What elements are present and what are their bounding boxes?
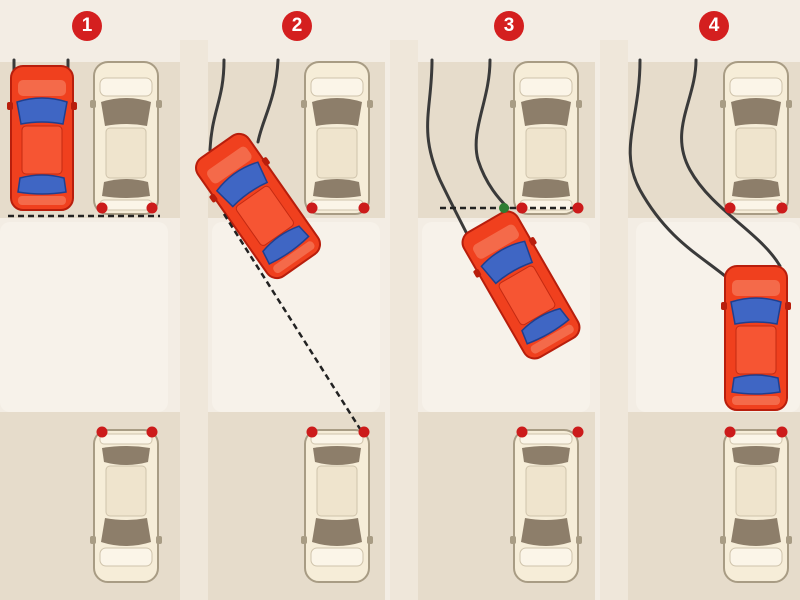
track-step3-right (474, 58, 510, 210)
step-2-badge: 2 (282, 11, 312, 41)
red-dot-icon (776, 202, 788, 214)
parked-car-top-4 (719, 61, 793, 215)
guide-line-step2 (222, 213, 364, 433)
corner-markers (96, 202, 788, 438)
parked-car-top-3 (509, 61, 583, 215)
parked-car-top-2 (300, 61, 374, 215)
red-dot-icon (146, 426, 158, 438)
parked-car-bottom-2 (300, 429, 374, 583)
moving-car-step4 (720, 265, 792, 411)
track-step3-left (426, 58, 470, 238)
track-step4-right (680, 58, 782, 268)
red-dot-icon (572, 202, 584, 214)
red-dot-icon (724, 426, 736, 438)
red-dot-icon (96, 202, 108, 214)
track-step2-left (208, 58, 226, 152)
tire-tracks (12, 58, 782, 282)
parked-car-top-1 (89, 61, 163, 215)
red-dot-icon (96, 426, 108, 438)
guide-lines (8, 206, 578, 433)
column-dividers (180, 40, 628, 600)
red-dot-icon (572, 426, 584, 438)
parked-car-bottom-4 (719, 429, 793, 583)
track-step4-left (628, 58, 732, 282)
red-dot-icon (306, 202, 318, 214)
step-3-badge: 3 (494, 11, 524, 41)
red-dot-icon (146, 202, 158, 214)
red-dot-icon (358, 426, 370, 438)
green-dot-icon (499, 203, 509, 213)
red-dot-icon (516, 202, 528, 214)
red-dot-icon (358, 202, 370, 214)
track-step2-right (256, 58, 280, 144)
red-dot-icon (776, 426, 788, 438)
red-dot-icon (306, 426, 318, 438)
parked-car-bottom-3 (509, 429, 583, 583)
red-dot-icon (516, 426, 528, 438)
parked-car-bottom-1 (89, 429, 163, 583)
step-1-badge: 1 (72, 11, 102, 41)
step-4-badge: 4 (699, 11, 729, 41)
moving-car-step1 (6, 65, 78, 211)
red-dot-icon (724, 202, 736, 214)
